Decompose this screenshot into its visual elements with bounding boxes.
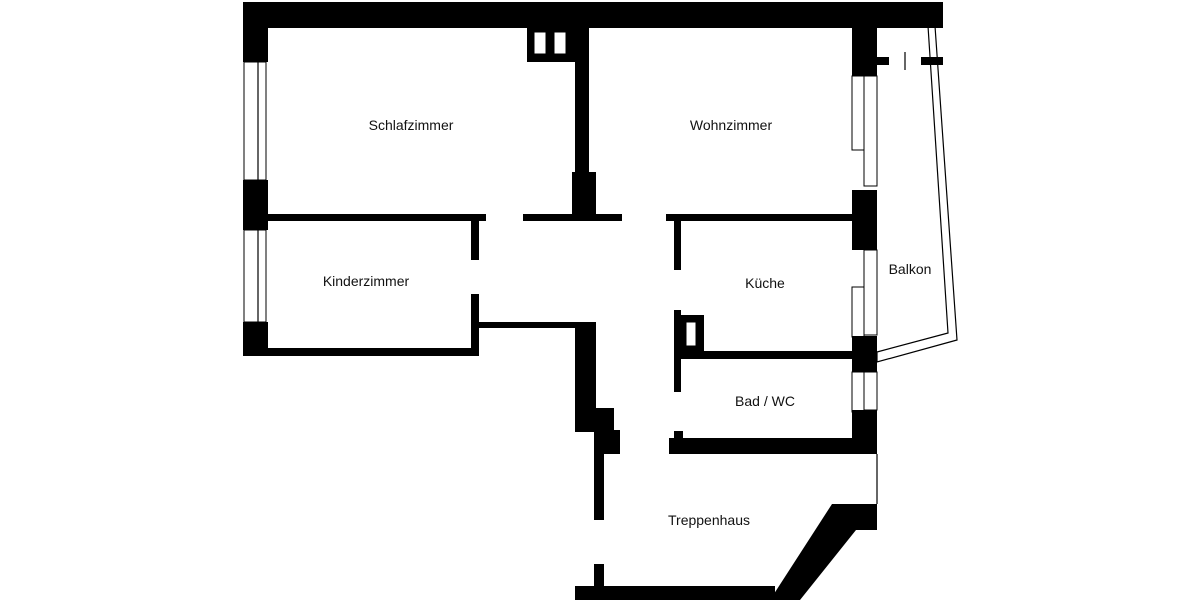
window-kinderzimmer [243,229,267,323]
wall-kueche-left [674,218,681,270]
room-label-treppenhaus: Treppenhaus [668,512,750,528]
wall-top [243,2,943,28]
wall-hall-left [575,322,596,432]
room-label-balkon: Balkon [888,261,932,277]
wall-stair-bottom [575,586,775,600]
balcony-outline [876,25,958,363]
room-label-bad: Bad / WC [735,393,795,409]
wall-left-upper [243,2,268,62]
window-schlafzimmer [243,61,267,181]
wall-schlaf-wohn [575,26,589,216]
wall-stair-diagonal [770,504,877,600]
wall-right-top [852,26,877,76]
room-label-kinderzimmer: Kinderzimmer [322,273,410,289]
room-label-schlafzimmer: Schlafzimmer [368,117,454,133]
wall-left-mid [243,180,268,230]
room-label-wohnzimmer: Wohnzimmer [689,117,773,133]
wall-kinder-right [471,218,479,260]
wall-kueche-bad [681,351,857,359]
wall-schlaf-kinder [266,214,486,221]
wall-kinder-bottom [266,348,479,356]
wall-bad-bottom [669,438,859,454]
room-label-kueche: Küche [745,275,785,291]
wall-left-lower [243,322,268,356]
